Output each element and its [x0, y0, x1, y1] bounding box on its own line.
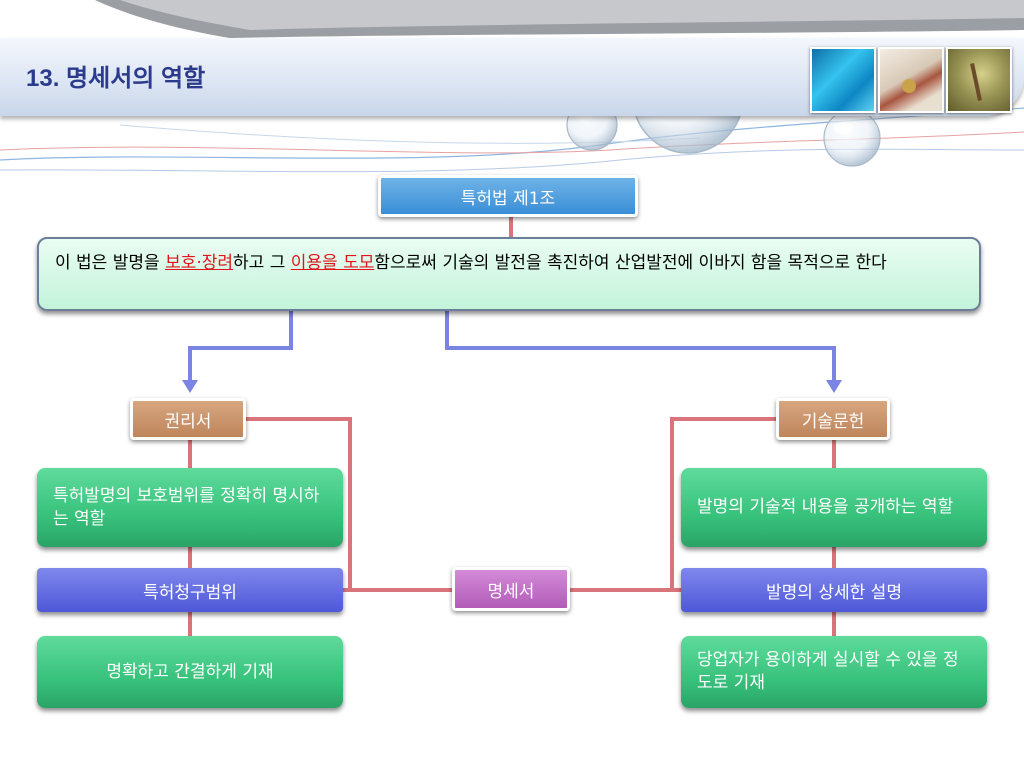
purpose-text-part2: 하고 그	[233, 253, 291, 273]
claims-requirement: 명확하고 간결하게 기재	[37, 636, 343, 708]
rights-document-label: 권리서	[130, 398, 246, 440]
plant-sprout-image	[946, 47, 1012, 113]
purpose-text-part3: 함으로써 기술의 발전을 촉진하여 산업발전에 이바지 함을 목적으로 한다	[374, 253, 887, 273]
arrow-to-technical-document	[445, 285, 842, 393]
purpose-highlight-protection: 보호·장려	[165, 253, 234, 273]
connector-technical-specification	[568, 417, 778, 592]
technical-document-role: 발명의 기술적 내용을 공개하는 역할	[681, 468, 987, 547]
detailed-description-label: 발명의 상세한 설명	[681, 568, 987, 612]
patent-act-article-1-label: 특허법 제1조	[378, 175, 638, 217]
patent-claims-label: 특허청구범위	[37, 568, 343, 612]
page-title: 13. 명세서의 역할	[26, 65, 206, 92]
bubble-small	[823, 109, 881, 167]
certificate-seal-image	[878, 47, 944, 113]
purpose-highlight-utilization: 이용을 도모	[290, 253, 375, 273]
technical-document-label: 기술문헌	[776, 398, 890, 440]
rights-document-role: 특허발명의 보호범위를 정확히 명시하는 역할	[37, 468, 343, 547]
patent-act-purpose-statement: 이 법은 발명을 보호·장려하고 그 이용을 도모함으로써 기술의 발전을 촉진…	[37, 237, 981, 311]
arrow-to-rights-document	[182, 285, 293, 393]
sprout-icon	[970, 62, 982, 102]
connector-rights-specification	[246, 417, 455, 592]
description-requirement: 당업자가 용이하게 실시할 수 있을 정도로 기재	[681, 636, 987, 708]
specification-label: 명세서	[452, 567, 570, 611]
seal-icon	[902, 79, 916, 93]
purpose-text-part1: 이 법은 발명을	[55, 253, 166, 273]
blue-fabric-image	[810, 47, 876, 113]
